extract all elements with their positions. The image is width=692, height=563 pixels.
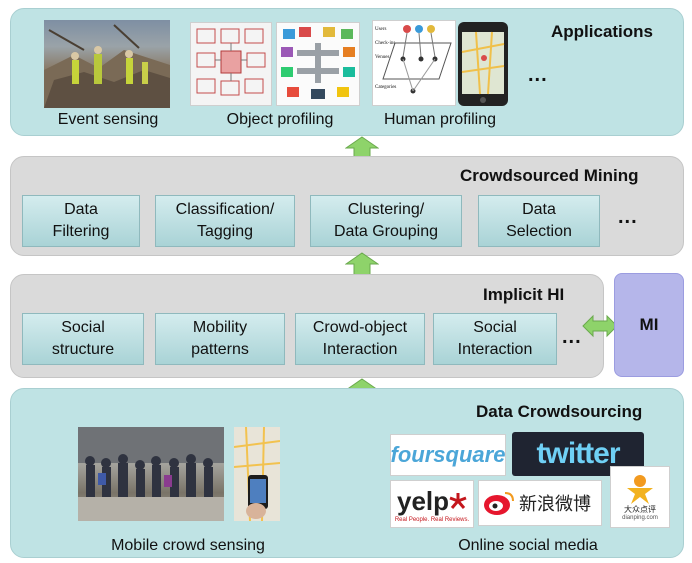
yelp-tagline: Real People. Real Reviews. bbox=[394, 516, 470, 523]
venues-label: Venues bbox=[375, 55, 390, 60]
foursquare-logo: foursquare bbox=[390, 434, 506, 476]
mobile-crowd-sensing-caption: Mobile crowd sensing bbox=[111, 537, 265, 554]
yelp-text: yelp bbox=[396, 485, 450, 516]
mining-more-dots: ... bbox=[618, 206, 638, 228]
box-label-line1: Mobility bbox=[192, 319, 248, 336]
online-social-media-caption: Online social media bbox=[458, 537, 598, 554]
twitter-text: twitter bbox=[536, 437, 621, 470]
yelp-logo: yelp Real People. Real Reviews. bbox=[390, 480, 474, 528]
implicit-more-dots: ... bbox=[562, 326, 582, 348]
double-arrow-icon bbox=[582, 314, 618, 338]
check-ins-label: Check-ins bbox=[375, 41, 396, 46]
tree-map-icon bbox=[281, 27, 355, 99]
box-label-line1: Social bbox=[473, 319, 517, 336]
box-label-line2: Interaction bbox=[457, 341, 533, 358]
crowd-people-icon bbox=[78, 427, 224, 521]
smartphone-map-image bbox=[458, 22, 508, 106]
crowd-photo bbox=[78, 427, 224, 521]
box-label-line2: Filtering bbox=[52, 223, 110, 240]
box-label-line2: patterns bbox=[191, 341, 249, 358]
box-label-line2: Selection bbox=[506, 223, 572, 240]
weibo-logo: 新浪微博 bbox=[478, 480, 602, 526]
event-sensing-caption: Event sensing bbox=[57, 111, 159, 128]
mi-label: MI bbox=[639, 315, 659, 334]
applications-more-dots: ... bbox=[528, 64, 548, 86]
mobility-patterns-box: Mobility patterns bbox=[155, 313, 285, 365]
human-profiling-caption: Human profiling bbox=[383, 111, 497, 128]
box-label-line1: Data bbox=[522, 201, 556, 218]
box-label-line1: Data bbox=[64, 201, 98, 218]
yelp-burst-icon bbox=[449, 493, 467, 509]
users-label: Users bbox=[375, 27, 387, 32]
event-sensing-photo bbox=[44, 20, 170, 108]
box-label-line2: Data Grouping bbox=[333, 223, 439, 240]
foursquare-text: foursquare bbox=[390, 442, 506, 467]
mi-box: MI bbox=[614, 273, 684, 377]
human-profiling-graph-image: Users Check-ins Venues Categories bbox=[372, 20, 456, 106]
box-label-line1: Social bbox=[61, 319, 105, 336]
phone-map-icon bbox=[461, 31, 505, 103]
classification-tagging-box: Classification/Tagging bbox=[155, 195, 295, 247]
disaster-scene-icon bbox=[44, 24, 170, 108]
object-profiling-tree-image bbox=[276, 22, 360, 106]
box-label-line2: structure bbox=[51, 341, 115, 358]
user-venue-graph-icon bbox=[382, 25, 452, 94]
weibo-text: 新浪微博 bbox=[519, 494, 591, 515]
clustering-grouping-box: Clustering/Data Grouping bbox=[310, 195, 462, 247]
dianping-url: dianping.com bbox=[622, 514, 658, 521]
crowdsourced-mining-title: Crowdsourced Mining bbox=[460, 166, 639, 185]
box-label-line1: Crowd-object bbox=[312, 319, 408, 336]
box-label-line1: Classification/ bbox=[175, 201, 275, 218]
object-profiling-caption: Object profiling bbox=[226, 111, 334, 128]
object-profiling-graph-image bbox=[190, 22, 272, 106]
box-label-line2: Tagging bbox=[196, 223, 254, 240]
implicit-hi-title: Implicit HI bbox=[483, 285, 565, 304]
box-label-line2: Interaction bbox=[322, 341, 398, 358]
dianping-figure-icon bbox=[627, 474, 653, 504]
categories-label: Categories bbox=[375, 85, 397, 90]
data-crowdsourcing-title: Data Crowdsourcing bbox=[476, 402, 643, 421]
weibo-eye-icon bbox=[484, 492, 514, 515]
layout-graph-icon bbox=[196, 28, 266, 96]
dianping-text: 大众点评 bbox=[624, 504, 656, 514]
box-label-line1: Clustering/ bbox=[347, 201, 425, 218]
social-structure-box: Social structure bbox=[22, 313, 144, 365]
dianping-logo: 大众点评 dianping.com bbox=[610, 466, 670, 528]
applications-title: Applications bbox=[551, 22, 654, 41]
phone-map-photo bbox=[234, 427, 280, 521]
hand-phone-icon bbox=[234, 427, 280, 521]
